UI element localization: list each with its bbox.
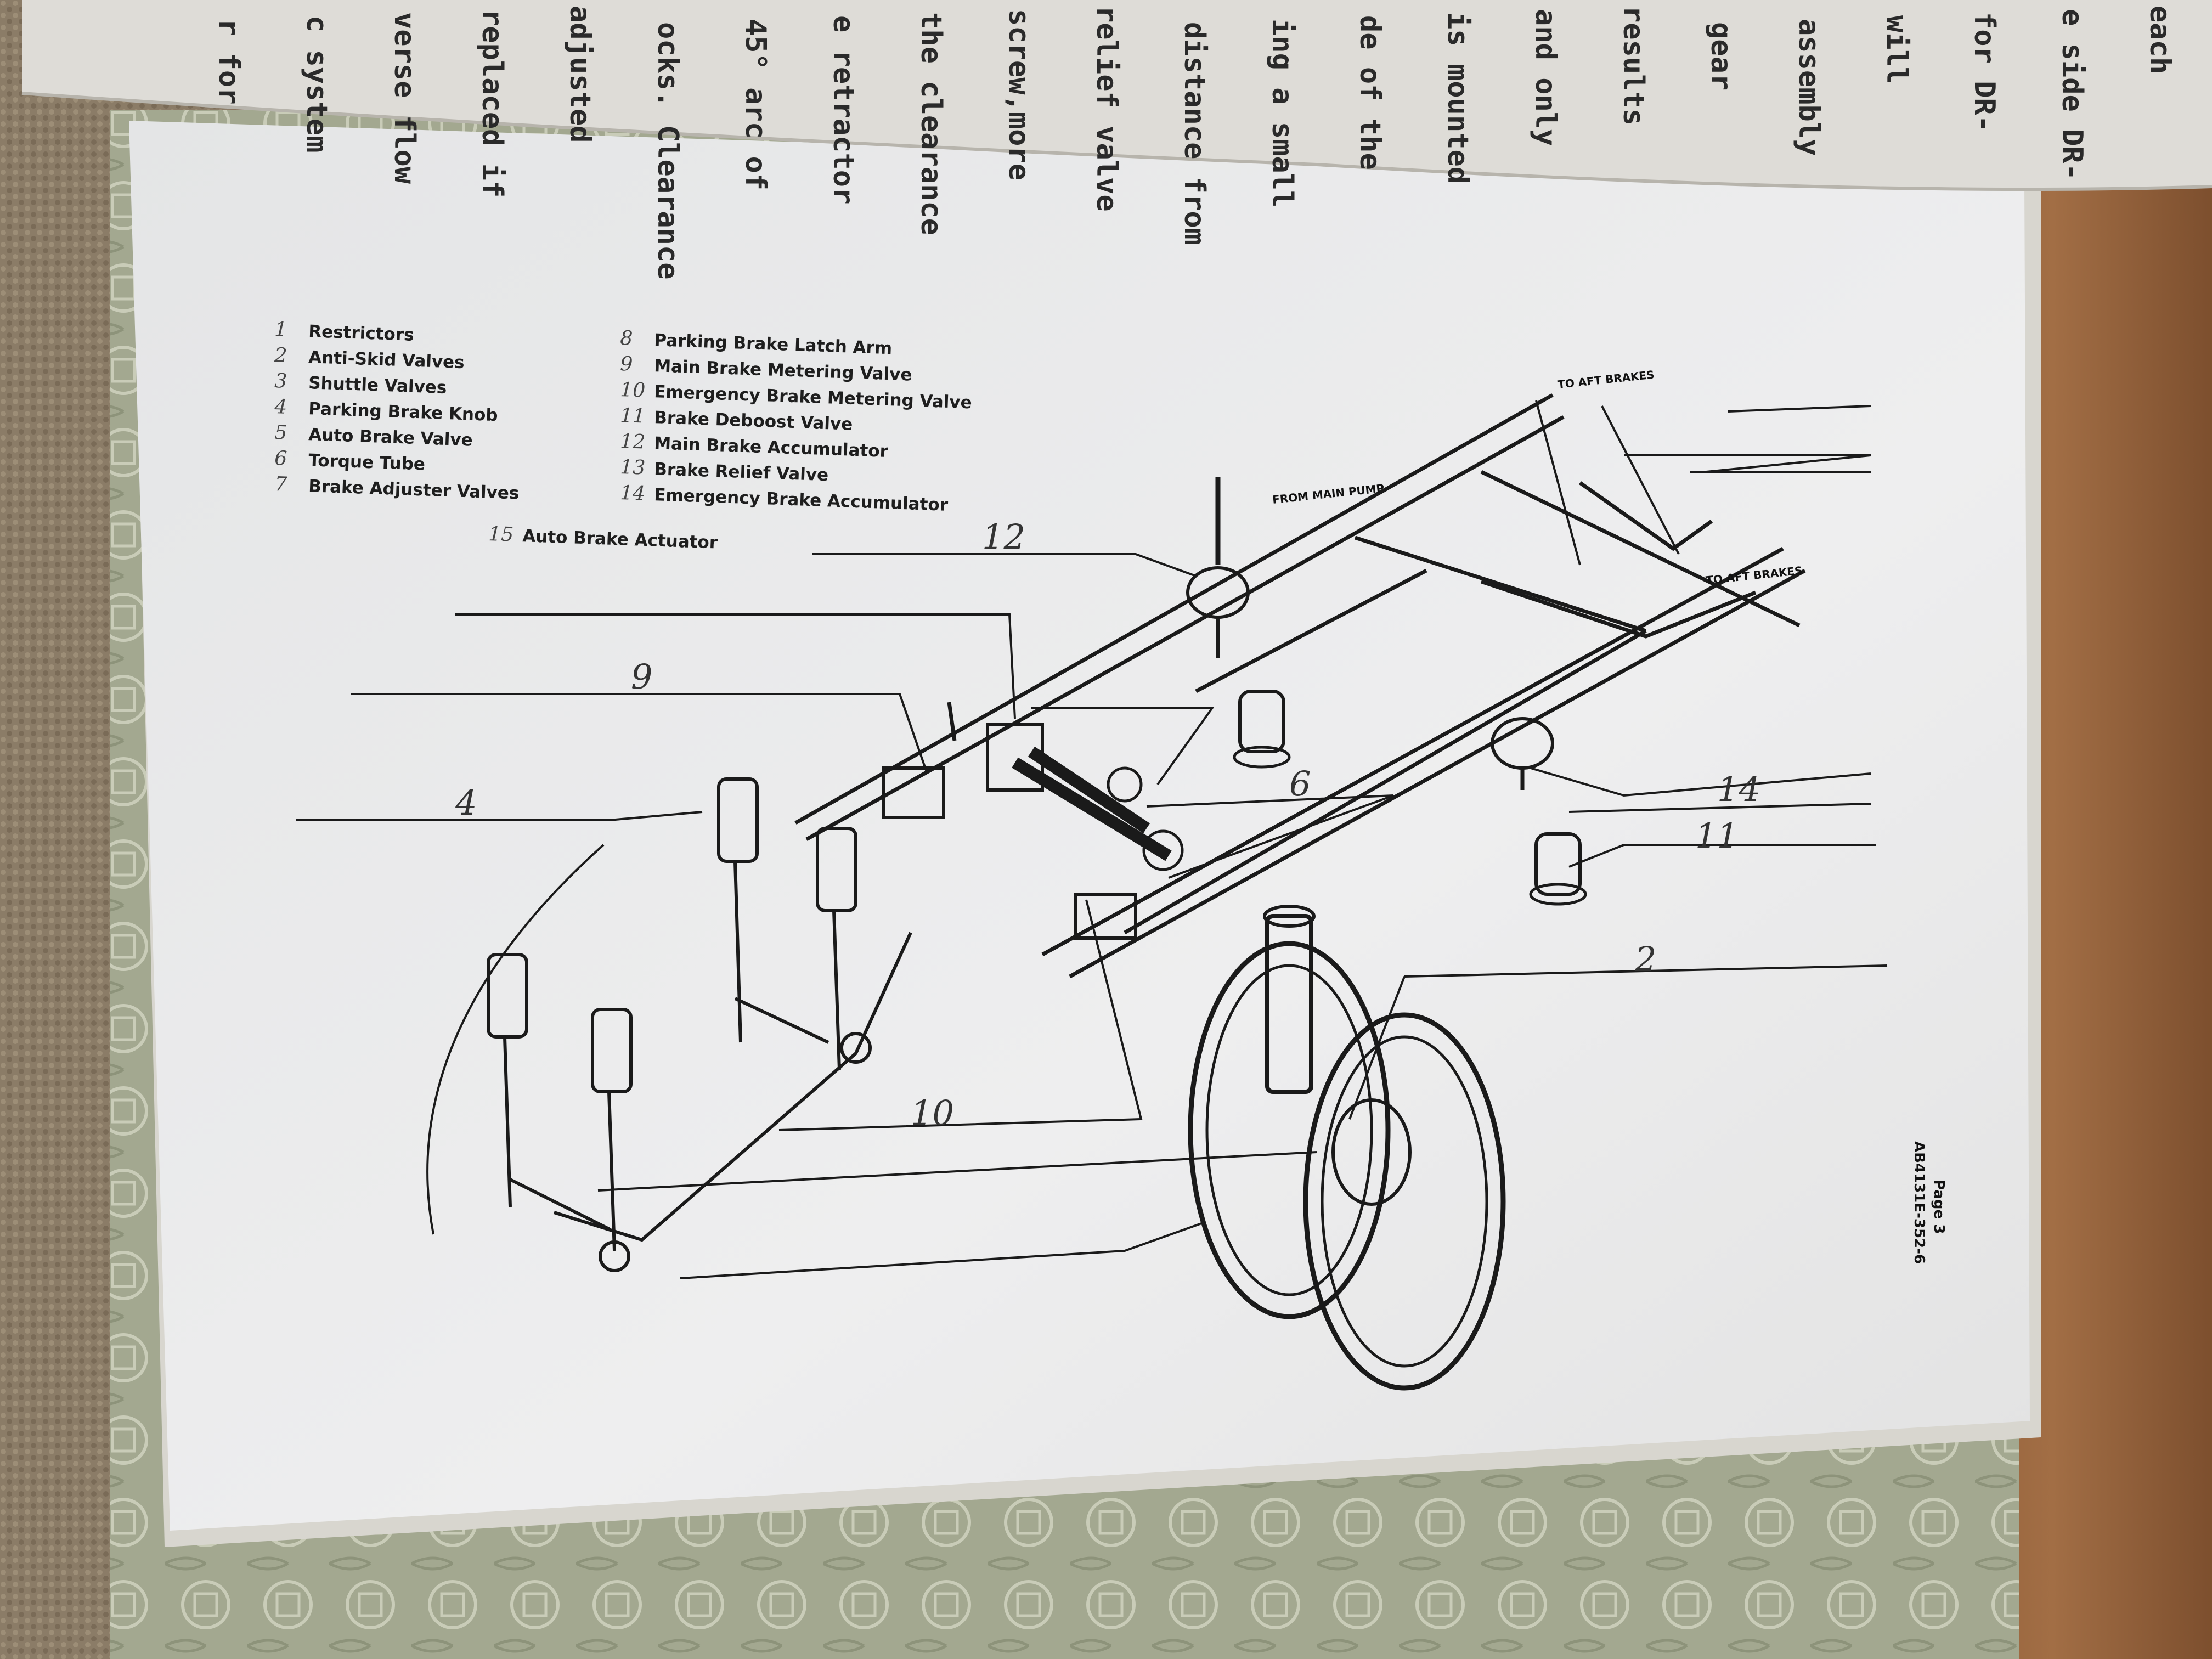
facing-page-line: adjusted bbox=[563, 5, 596, 143]
callout-4: 4 bbox=[455, 783, 477, 823]
facing-page-line: assembly bbox=[1792, 19, 1825, 156]
main-brake-metering-valve bbox=[882, 723, 1143, 819]
legend-label: Shuttle Valves bbox=[308, 373, 447, 398]
facing-page-line: r for bbox=[212, 19, 245, 105]
hydraulic-line bbox=[1578, 481, 1713, 551]
hydraulic-line bbox=[1195, 568, 1427, 693]
hydraulic-line bbox=[1069, 568, 1806, 979]
brake-pedal bbox=[717, 777, 759, 863]
facing-page-line: 45° arc of bbox=[739, 19, 772, 190]
leader-lines bbox=[296, 400, 1888, 1279]
brake-pedal bbox=[487, 953, 528, 1039]
page-number: Page 3 bbox=[1931, 1180, 1947, 1234]
facing-page bbox=[22, 0, 2212, 189]
callout-10: 10 bbox=[911, 1093, 954, 1133]
brake-deboost-valve-2 bbox=[1529, 832, 1587, 906]
legend-number: 1 bbox=[274, 318, 287, 341]
legend-number: 11 bbox=[620, 404, 646, 428]
legend-number: 14 bbox=[620, 482, 646, 505]
legend-number: 9 bbox=[620, 353, 633, 376]
callout-9: 9 bbox=[631, 657, 652, 697]
callout-6: 6 bbox=[1289, 764, 1311, 804]
torque-tube bbox=[1012, 757, 1172, 861]
callout-11: 11 bbox=[1695, 816, 1739, 856]
brake-system-diagram bbox=[296, 393, 1888, 1391]
facing-page-line: each bbox=[2143, 5, 2176, 74]
facing-page-line: screw,more bbox=[1002, 9, 1035, 180]
facing-page-line: de of the bbox=[1353, 15, 1386, 170]
facing-page-line: e side DR- bbox=[2056, 9, 2089, 180]
legend-number: 5 bbox=[274, 421, 287, 444]
facing-page-text: each e side DR-for DR-will assembly gear res… bbox=[212, 5, 2176, 280]
facing-page-line: e retractor bbox=[827, 15, 860, 204]
facing-page-line: for DR- bbox=[1968, 12, 2001, 132]
legend-number: 7 bbox=[274, 473, 287, 496]
brake-pedal bbox=[816, 827, 857, 912]
main-brake-accumulator bbox=[1186, 477, 1250, 658]
facing-page-line: results bbox=[1617, 5, 1650, 126]
callout-numbers: 12 9 4 6 14 11 2 10 bbox=[455, 517, 1760, 1133]
legend-label: Torque Tube bbox=[308, 450, 426, 474]
legend-number: 2 bbox=[274, 344, 287, 367]
document-number: AB4131E-352-6 bbox=[1911, 1141, 1927, 1264]
facing-page-line: ing a small bbox=[1266, 19, 1299, 207]
hydraulic-line bbox=[1124, 629, 1647, 935]
rudder-pedal-assembly bbox=[487, 777, 912, 1272]
emergency-brake-accumulator bbox=[1491, 717, 1554, 790]
page-id: AB4131E-352-6 Page 3 bbox=[1911, 1141, 1947, 1264]
legend-number: 13 bbox=[620, 456, 646, 479]
hydraulic-line bbox=[1480, 470, 1801, 628]
facing-page-line: distance from bbox=[1178, 22, 1211, 245]
legend-number: 4 bbox=[274, 396, 287, 419]
facing-page-line: ocks. Clearance bbox=[651, 22, 684, 280]
main-gear-wheel bbox=[1188, 905, 1506, 1391]
facing-page-line: the clearance bbox=[915, 12, 947, 235]
hydraulic-line bbox=[1354, 535, 1647, 633]
facing-page-line: relief valve bbox=[1090, 5, 1123, 212]
legend-number: 3 bbox=[274, 370, 287, 393]
emergency-brake-metering-valve bbox=[1074, 830, 1184, 940]
hydraulic-line bbox=[1041, 546, 1784, 957]
callout-14: 14 bbox=[1717, 769, 1760, 809]
hydraulic-line bbox=[947, 702, 957, 741]
facing-page-line: gear bbox=[1705, 22, 1737, 91]
legend-number: 15 bbox=[488, 523, 514, 546]
facing-page-line: replaced if bbox=[476, 9, 509, 198]
control-cable bbox=[426, 844, 605, 1235]
legend-number: 6 bbox=[274, 447, 287, 470]
hydraulic-line bbox=[794, 393, 1554, 825]
facing-page-line: c system bbox=[300, 15, 333, 153]
brake-pedal bbox=[591, 1008, 633, 1093]
legend-number: 10 bbox=[620, 379, 646, 402]
torque-tube bbox=[1028, 746, 1150, 834]
callout-2: 2 bbox=[1634, 939, 1656, 979]
callout-12: 12 bbox=[982, 517, 1025, 557]
hydraulic-line bbox=[1480, 579, 1757, 639]
facing-page-line: and only bbox=[1529, 9, 1562, 146]
facing-page-line: verse flow bbox=[388, 12, 421, 184]
diagram-page bbox=[129, 121, 2030, 1531]
legend-number: 8 bbox=[620, 327, 633, 350]
facing-page-line: will bbox=[1880, 15, 1913, 84]
brake-deboost-valve bbox=[1233, 690, 1291, 769]
shock-strut bbox=[1265, 914, 1313, 1094]
facing-page-line: is mounted bbox=[1441, 12, 1474, 184]
legend-label: Restrictors bbox=[308, 321, 414, 345]
legend-number: 12 bbox=[620, 430, 646, 454]
